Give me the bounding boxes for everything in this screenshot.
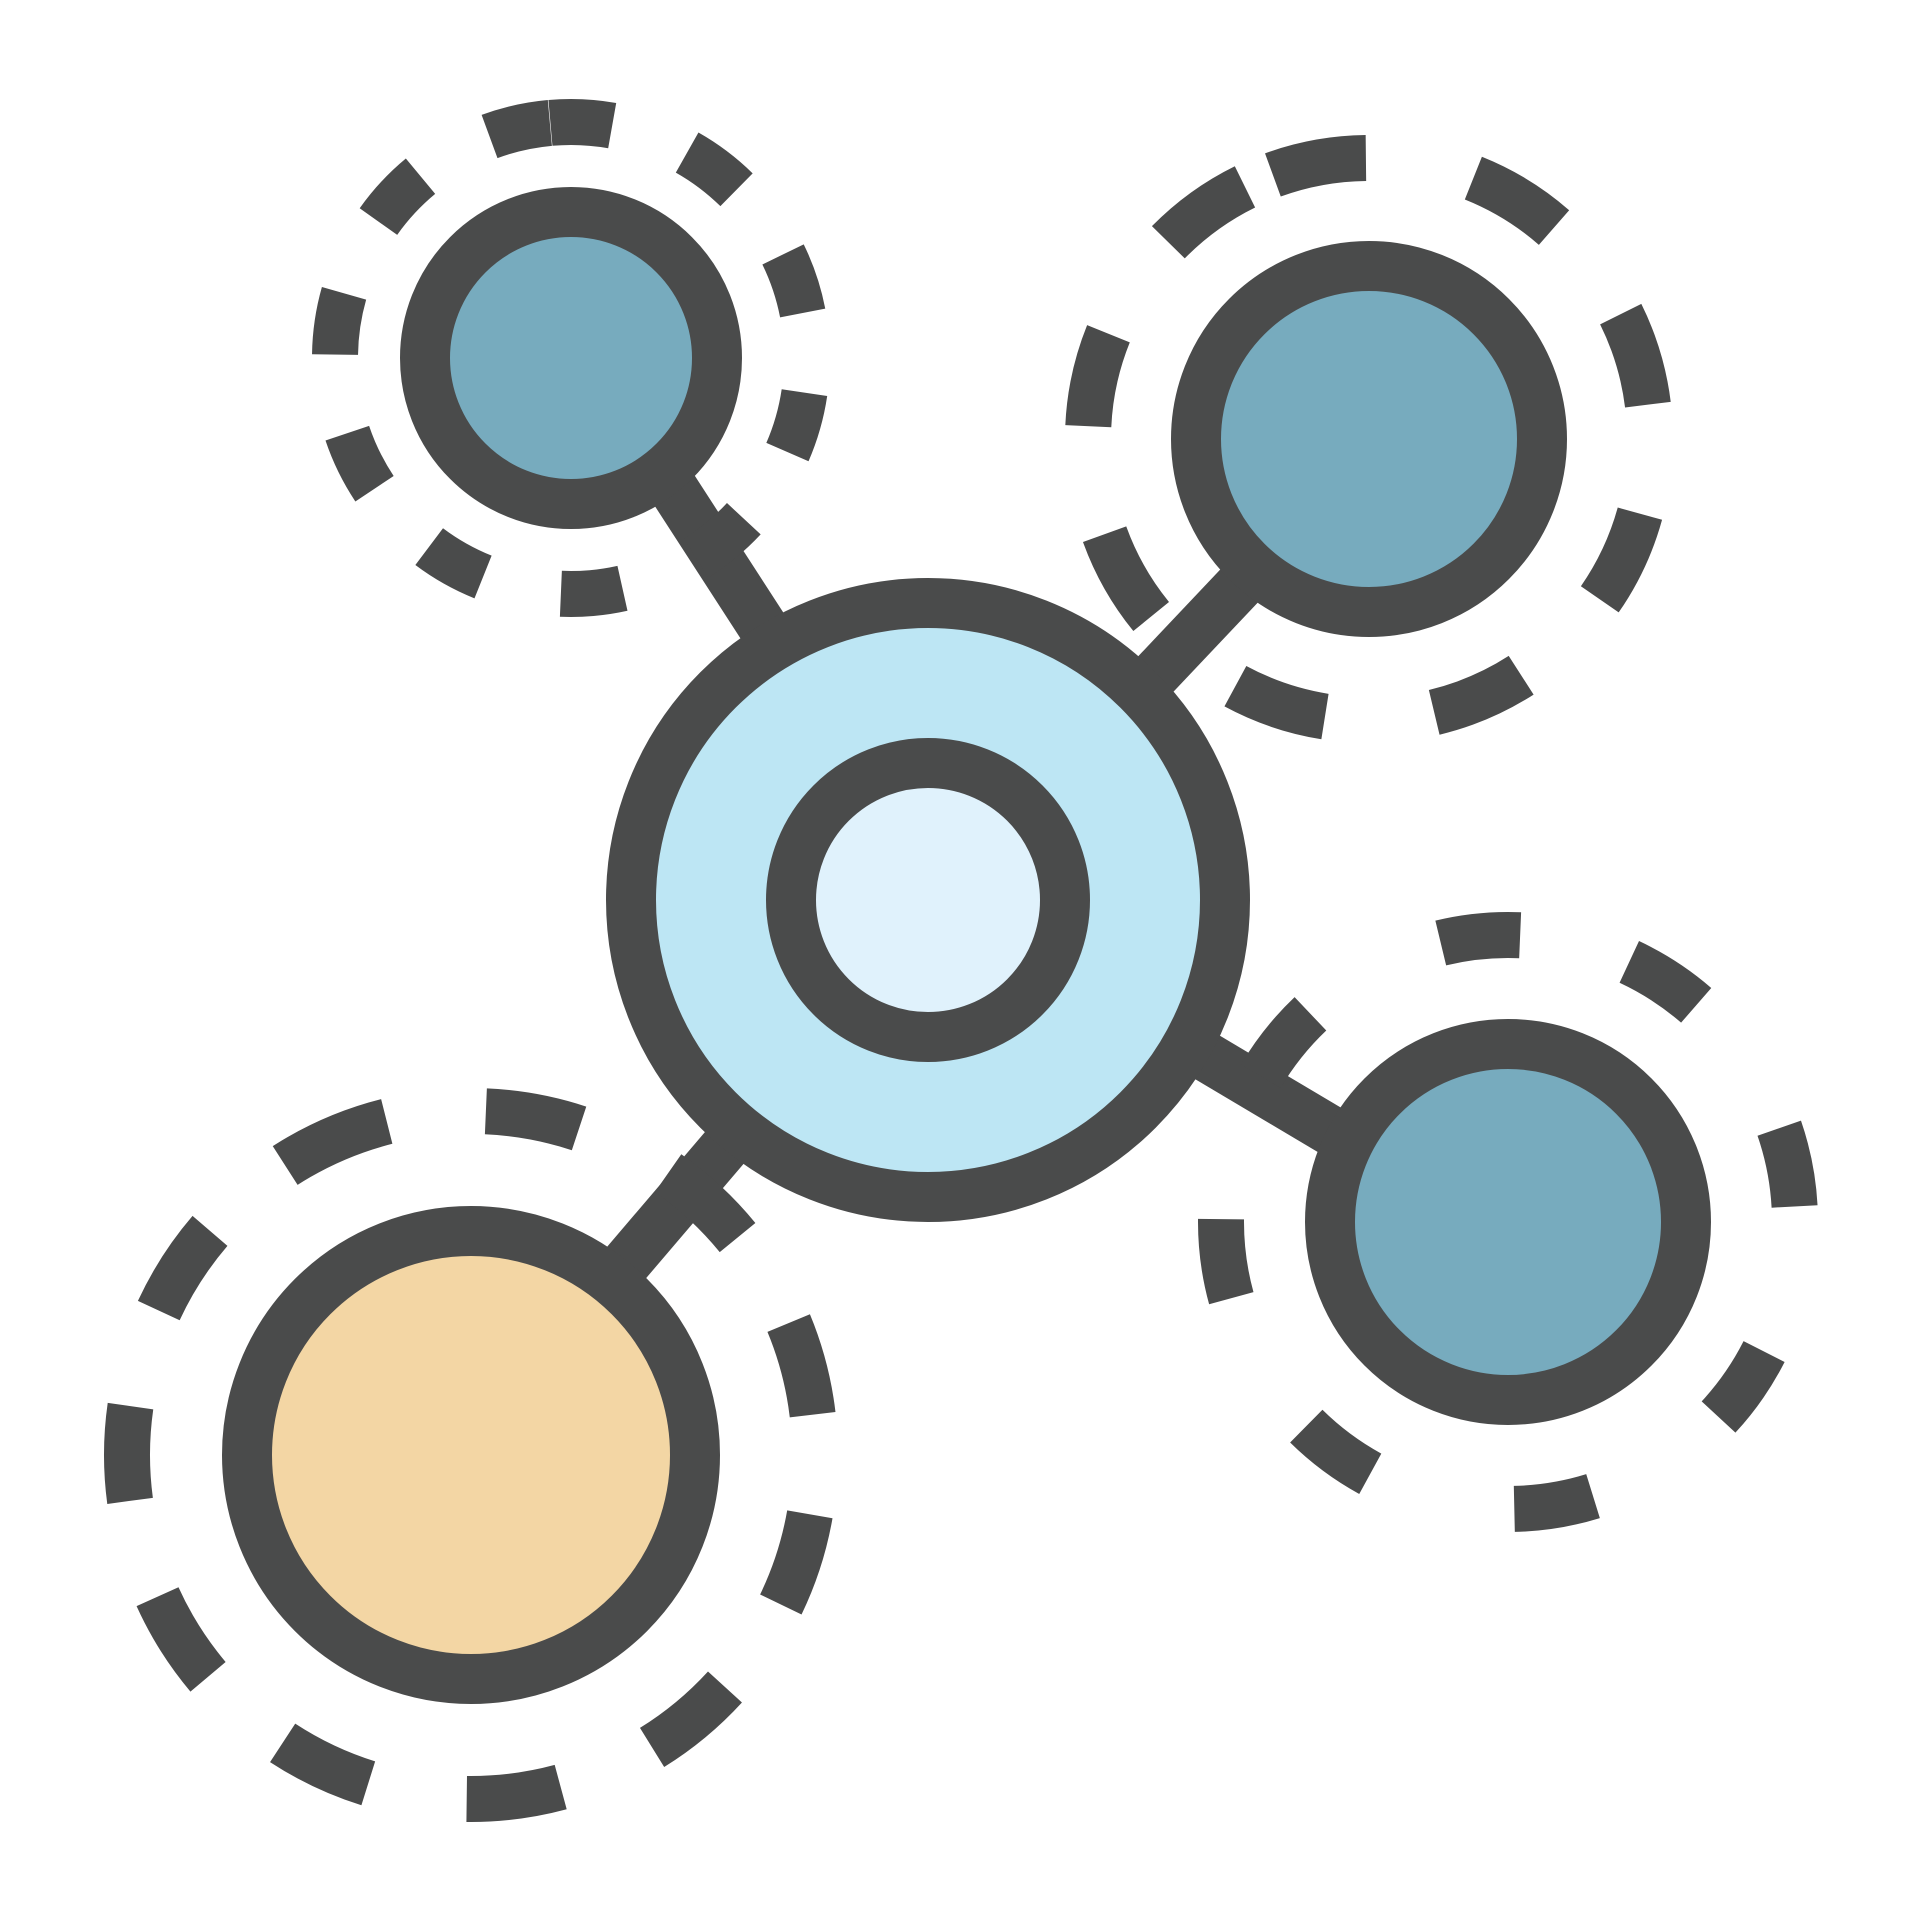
hub-core-node [766, 738, 1090, 1062]
satellite-node-bottom-right [1305, 1019, 1711, 1425]
orbit-ring-top-right [1065, 135, 1673, 743]
accent-node-bottom-left [222, 1206, 720, 1704]
satellite-node-top-right [1171, 241, 1567, 637]
orbit-ring-bottom-left [104, 1087, 838, 1822]
orbit-ring-bottom-right [1198, 911, 1818, 1532]
connector-bottom-right [1177, 1025, 1346, 1154]
orbit-ring-top-left [312, 99, 830, 617]
satellite-node-top-left [400, 187, 742, 529]
